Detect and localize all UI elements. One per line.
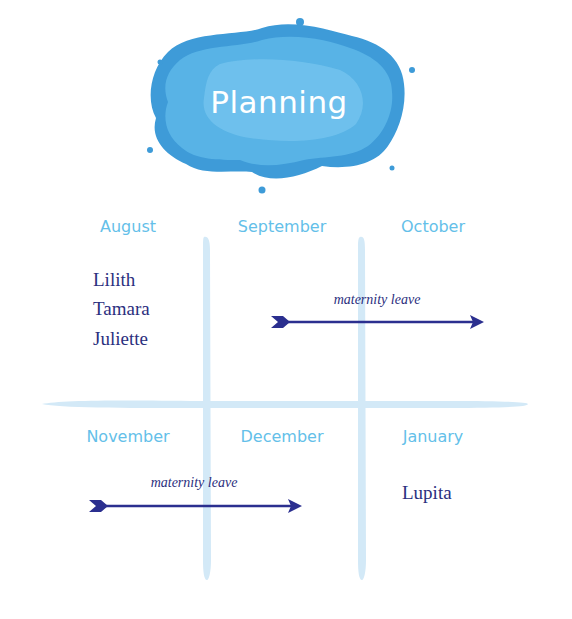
person-name: Lilith (93, 270, 135, 291)
month-heading: August (100, 218, 156, 236)
timeline-arrow (89, 499, 302, 513)
month-heading: December (241, 428, 324, 446)
title-text: Planning (210, 85, 348, 119)
month-heading: October (401, 218, 465, 236)
person-name: Tamara (93, 299, 150, 320)
person-name: Lupita (402, 483, 452, 504)
timeline-arrow (271, 315, 484, 329)
watercolor-splash (147, 18, 415, 194)
month-heading: November (86, 428, 169, 446)
grid-lines (42, 237, 528, 580)
month-heading: January (403, 428, 464, 446)
arrow-label: maternity leave (151, 475, 238, 490)
arrow-label: maternity leave (334, 292, 421, 307)
month-heading: September (238, 218, 326, 236)
person-name: Juliette (93, 329, 148, 350)
